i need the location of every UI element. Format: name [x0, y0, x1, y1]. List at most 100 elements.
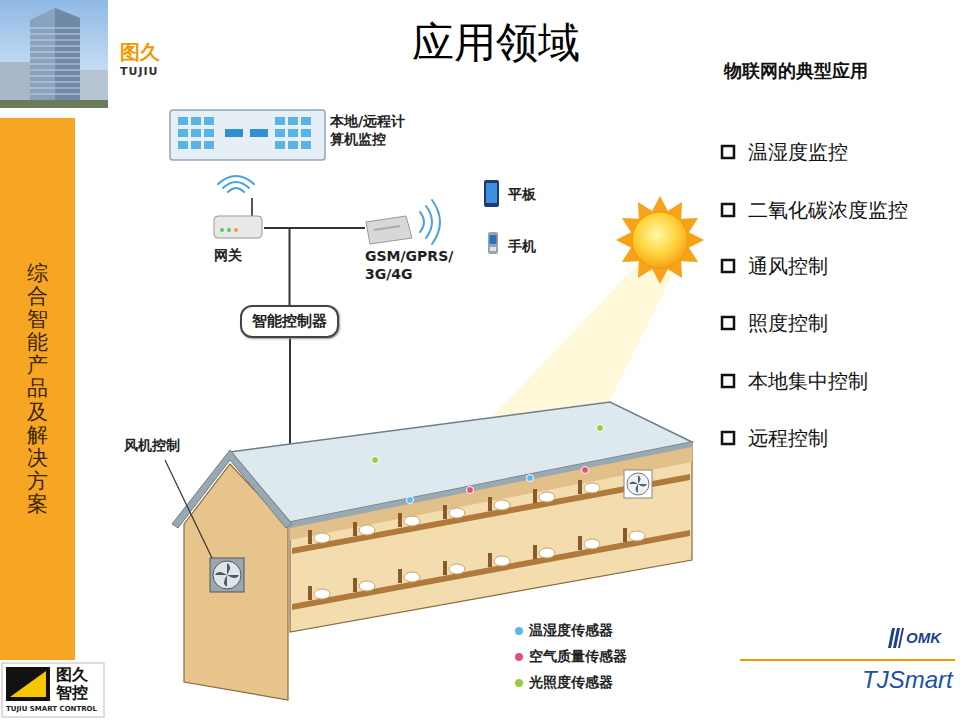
chicken [494, 500, 510, 510]
footer-rule [740, 660, 955, 661]
chicken [584, 483, 600, 493]
side-band: 综合智能产品及解决方案 [0, 118, 75, 660]
sun [632, 212, 688, 268]
wifi-signal [228, 188, 244, 192]
chicken [629, 531, 645, 541]
list-item: 二氧化碳浓度监控 [748, 198, 908, 222]
fan-icon [629, 475, 647, 493]
brand-logo: TJSmart [862, 666, 953, 695]
gateway-node: 网关 [210, 195, 264, 265]
chicken [404, 572, 420, 582]
logo-icon [6, 667, 50, 701]
chicken [404, 516, 420, 526]
server-rack-icon [204, 117, 214, 125]
server-rack-icon [191, 117, 201, 125]
chicken [359, 525, 375, 535]
logo-text: TUJIU [120, 65, 159, 78]
server-node: 本地/远程计 算机监控 [168, 106, 416, 148]
chicken [314, 589, 330, 599]
server-rack-icon [288, 141, 298, 149]
chicken [584, 539, 600, 549]
fan-icon [627, 473, 649, 495]
server-rack-icon [275, 141, 285, 149]
cage-divider [353, 522, 357, 536]
chicken [314, 533, 330, 543]
logo-icon [2, 663, 104, 717]
fan-icon [213, 561, 241, 589]
gateway-icon [214, 216, 262, 238]
checkbox-icon [722, 375, 734, 387]
chicken [494, 556, 510, 566]
building-photo [30, 28, 80, 94]
server-rack-icon [301, 117, 311, 125]
chicken [449, 564, 465, 574]
cage-divider [578, 480, 582, 494]
device-label: 手机 [508, 238, 536, 255]
server-rack-icon [178, 117, 188, 125]
node-label: 本地/远程计 算机监控 [330, 106, 416, 148]
barn [290, 442, 692, 528]
node-label: GSM/GPRS/ 3G/4G [365, 212, 461, 283]
sensor-dot [372, 457, 379, 464]
logo-icon [10, 671, 46, 697]
sensor-dot [407, 497, 414, 504]
sensor-dot [467, 487, 474, 494]
checkbox-icon [722, 317, 734, 329]
server-rack-icon [301, 141, 311, 149]
logo-text: 图久 [120, 40, 160, 64]
server-rack-icon [275, 117, 285, 125]
barn [172, 402, 692, 700]
legend-text: 温湿度传感器 [529, 622, 613, 640]
footer-rule [740, 659, 955, 661]
sun [616, 196, 704, 284]
cage-divider [398, 513, 402, 527]
cage-divider [443, 561, 447, 575]
server-rack-icon [178, 141, 188, 149]
fan-icon [210, 470, 652, 592]
tablet-icon [486, 183, 497, 203]
barn [292, 530, 690, 610]
gateway-icon [251, 198, 253, 216]
chicken [314, 483, 645, 599]
tablet-icon [484, 180, 499, 207]
cage-divider [578, 536, 582, 550]
server-rack-icon [288, 129, 298, 137]
list-item: 通风控制 [748, 254, 828, 278]
logo-text: 智控 [56, 683, 88, 702]
vertical-text: 综合智能产品及解决方案 [27, 262, 48, 516]
server-rack-icon [204, 141, 214, 149]
building-photo [0, 0, 108, 108]
cage-divider [398, 569, 402, 583]
cage-divider [533, 489, 537, 503]
list-item: 照度控制 [748, 311, 828, 335]
legend-row: 光照度传感器 [515, 670, 627, 696]
cage-divider [443, 505, 447, 519]
phone-icon [490, 235, 497, 244]
checkbox-icon [722, 204, 734, 216]
page-title: 应用领域 [412, 18, 580, 68]
gsm-module-icon [366, 216, 412, 244]
list-item: 远程控制 [748, 426, 828, 450]
server-rack-icon [191, 141, 201, 149]
wireless-signal [420, 212, 424, 232]
node-label: 网关 [214, 195, 264, 265]
server-rack-icon [288, 117, 298, 125]
connector-line [264, 228, 290, 305]
checkbox-icon [722, 146, 734, 158]
leader-line [165, 460, 212, 558]
phone-icon [490, 247, 496, 251]
gateway-icon [220, 228, 224, 232]
barn [172, 450, 292, 528]
device-label: 平板 [508, 186, 536, 203]
wire [290, 330, 291, 445]
server-rack-icon [178, 129, 188, 137]
logo-icon [2, 663, 104, 717]
callout-label: 风机控制 [124, 437, 180, 454]
leader-line [165, 460, 212, 558]
gsm-module-icon [366, 216, 412, 244]
gateway-icon [234, 228, 238, 232]
sensor-dot [597, 425, 604, 432]
chicken [359, 581, 375, 591]
sun [616, 196, 704, 284]
omk-logo-icon [898, 628, 904, 648]
